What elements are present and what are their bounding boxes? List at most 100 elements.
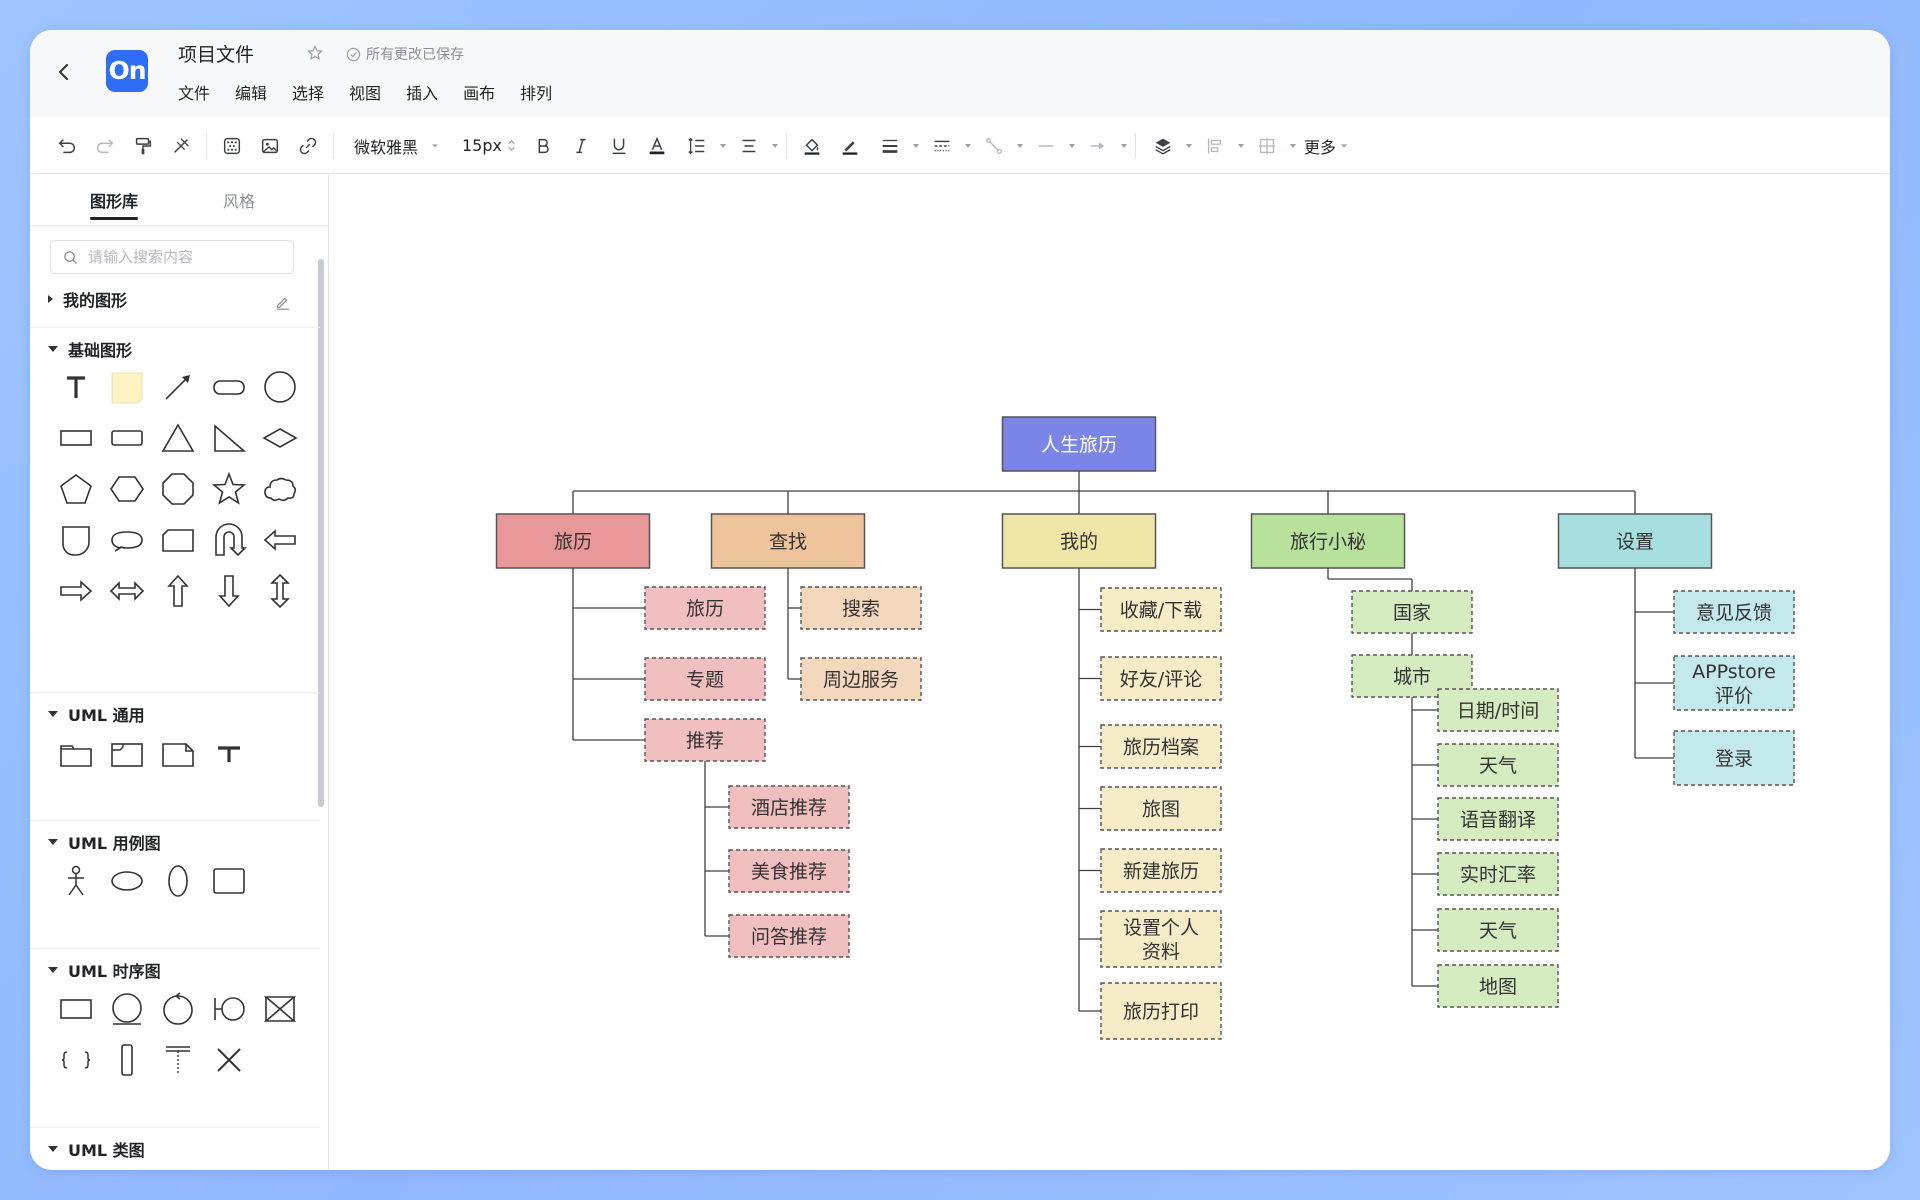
system-boundary-icon[interactable] [203,855,254,906]
link-icon[interactable] [289,128,327,164]
diagram-node[interactable]: 日期/时间 [1437,688,1559,732]
delay-shape-icon[interactable] [50,514,101,565]
destroy-icon[interactable] [203,1034,254,1085]
use-case-ellipse-icon[interactable] [101,855,152,906]
diagram-node[interactable]: 新建旅历 [1100,848,1222,893]
font-size-stepper[interactable]: 15px [448,128,524,164]
back-icon[interactable] [52,60,76,84]
drawing-canvas[interactable]: 人生旅历旅历查找我的旅行小秘设置旅历专题推荐酒店推荐美食推荐问答推荐搜索周边服务… [329,175,1890,1170]
font-family-select[interactable]: 微软雅黑 [340,128,448,164]
right-arrow-icon[interactable] [50,565,101,616]
braces-icon[interactable] [50,1034,101,1085]
menu-arrange[interactable]: 排列 [520,84,553,103]
diagram-node[interactable]: 查找 [710,513,866,569]
right-triangle-icon[interactable] [203,412,254,463]
distribute-icon[interactable] [1246,128,1298,164]
panel-scrollbar[interactable] [318,259,324,807]
layers-icon[interactable] [1142,128,1194,164]
diamond-icon[interactable] [254,412,305,463]
down-arrow-icon[interactable] [203,565,254,616]
star-shape-icon[interactable] [203,463,254,514]
undo-icon[interactable] [48,128,86,164]
diagram-node[interactable]: 周边服务 [800,657,922,701]
menu-insert[interactable]: 插入 [406,84,439,103]
diagram-node[interactable]: 人生旅历 [1001,416,1157,472]
menu-file[interactable]: 文件 [178,84,211,103]
menu-view[interactable]: 视图 [349,84,382,103]
rectangle-icon[interactable] [50,412,101,463]
speech-bubble-icon[interactable] [101,514,152,565]
italic-icon[interactable] [562,128,600,164]
frame-icon[interactable] [101,728,152,779]
align-objects-icon[interactable] [1194,128,1246,164]
section-my-shapes[interactable]: 我的图形 [48,287,127,311]
search-input[interactable] [86,247,280,267]
line-end-icon[interactable] [1077,128,1129,164]
edit-icon[interactable] [274,293,292,311]
sticky-note-icon[interactable] [101,361,152,412]
diagram-node[interactable]: 美食推荐 [728,849,850,893]
document-title[interactable]: 项目文件 [178,44,255,66]
line-style-icon[interactable] [921,128,973,164]
menu-edit[interactable]: 编辑 [235,84,268,103]
rounded-rect-icon[interactable] [203,361,254,412]
clear-format-icon[interactable] [162,128,200,164]
diagram-node[interactable]: 旅历 [495,513,651,569]
line-height-icon[interactable] [676,128,728,164]
bold-icon[interactable] [524,128,562,164]
star-icon[interactable] [306,44,324,62]
up-arrow-icon[interactable] [152,565,203,616]
section-uml-usecase[interactable]: UML 用例图 [48,830,161,854]
more-button[interactable]: 更多 [1304,134,1348,158]
diagram-node[interactable]: 搜索 [800,586,922,630]
format-painter-icon[interactable] [124,128,162,164]
rounded-rectangle-icon[interactable] [101,412,152,463]
diagram-node[interactable]: 设置 [1557,513,1713,569]
hourglass-icon[interactable] [254,983,305,1034]
boundary-icon[interactable] [203,983,254,1034]
lifeline-object-icon[interactable] [50,983,101,1034]
diagram-node[interactable]: 天气 [1437,908,1559,952]
tab-shape-library[interactable]: 图形库 [90,188,139,220]
diagram-node[interactable]: 天气 [1437,743,1559,787]
entity-icon[interactable] [101,983,152,1034]
uml-text-icon[interactable] [203,728,254,779]
menu-select[interactable]: 选择 [292,84,325,103]
diagram-node[interactable]: 登录 [1673,730,1795,786]
underline-icon[interactable] [600,128,638,164]
left-right-arrow-icon[interactable] [101,565,152,616]
lifeline-icon[interactable] [152,1034,203,1085]
activation-bar-icon[interactable] [101,1034,152,1085]
arrow-line-icon[interactable] [152,361,203,412]
diagram-node[interactable]: 旅历 [644,586,766,630]
package-icon[interactable] [50,728,101,779]
diagram-node[interactable]: 地图 [1437,964,1559,1008]
line-color-icon[interactable] [831,128,869,164]
fill-pattern-icon[interactable] [213,128,251,164]
section-uml-general[interactable]: UML 通用 [48,702,145,726]
diagram-node[interactable]: 推荐 [644,718,766,762]
up-down-arrow-icon[interactable] [254,565,305,616]
note-icon[interactable] [152,728,203,779]
diagram-node[interactable]: 好友/评论 [1100,656,1222,701]
diagram-node[interactable]: 意见反馈 [1673,590,1795,634]
u-turn-arrow-icon[interactable] [203,514,254,565]
vertical-ellipse-icon[interactable] [152,855,203,906]
font-color-icon[interactable] [638,128,676,164]
triangle-icon[interactable] [152,412,203,463]
diagram-node[interactable]: 语音翻译 [1437,797,1559,841]
left-arrow-icon[interactable] [254,514,305,565]
actor-icon[interactable] [50,855,101,906]
diagram-node[interactable]: 我的 [1001,513,1157,569]
image-icon[interactable] [251,128,289,164]
text-shape-icon[interactable] [50,361,101,412]
line-width-icon[interactable] [869,128,921,164]
circle-icon[interactable] [254,361,305,412]
hexagon-icon[interactable] [101,463,152,514]
control-icon[interactable] [152,983,203,1034]
diagram-node[interactable]: 专题 [644,657,766,701]
redo-icon[interactable] [86,128,124,164]
diagram-node[interactable]: 旅行小秘 [1250,513,1406,569]
